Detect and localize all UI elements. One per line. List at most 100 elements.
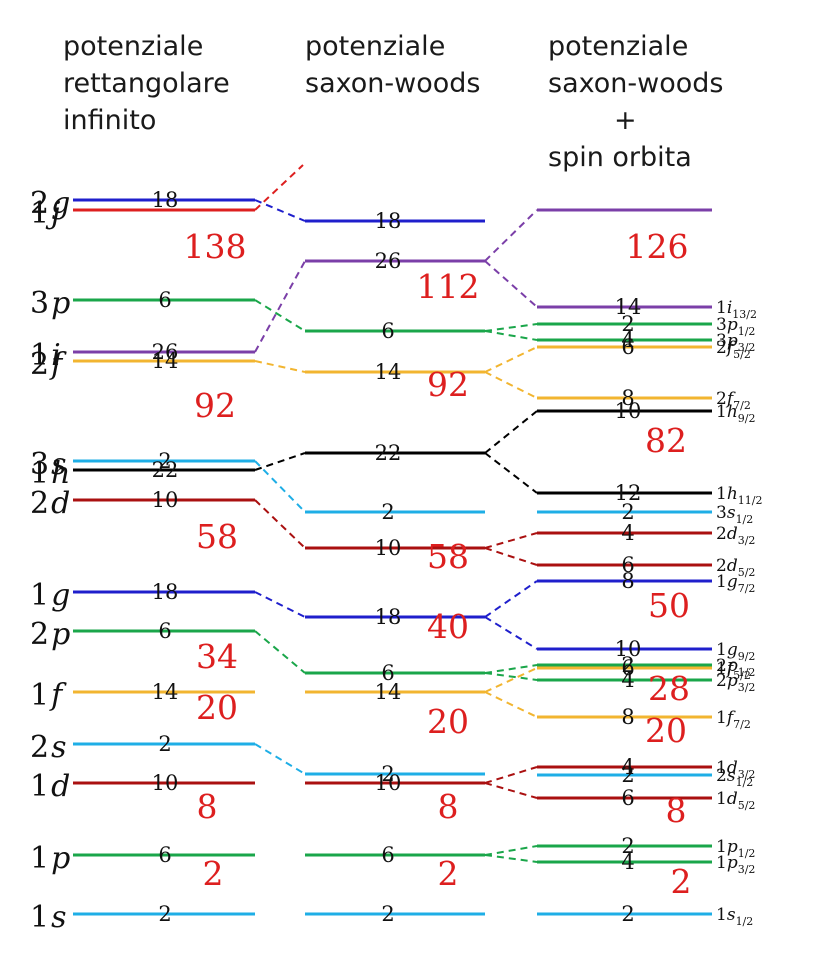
col3-header-line: potenziale bbox=[548, 31, 688, 62]
col2-magic-number: 112 bbox=[417, 267, 480, 306]
col2-occupancy-label: 14 bbox=[375, 360, 402, 384]
col1-occupancy-label: 2 bbox=[158, 732, 171, 756]
col3-occupancy-label: 2 bbox=[621, 653, 634, 677]
col1-level-label: 1j bbox=[30, 196, 60, 231]
col1-level-label: 3p bbox=[30, 286, 70, 321]
col1-level-label: 2g bbox=[30, 186, 70, 221]
col1-level-label: 2s bbox=[30, 730, 67, 765]
col2-occupancy-label: 14 bbox=[375, 680, 402, 704]
col3-occupancy-label: 6 bbox=[621, 553, 634, 577]
col1-level-label: 2d bbox=[30, 486, 70, 521]
col3-level-label: 2f5/2 bbox=[716, 338, 751, 361]
energy-levels bbox=[73, 198, 712, 916]
connector-line bbox=[254, 591, 306, 618]
col1-magic-number: 2 bbox=[203, 854, 224, 893]
col1-level-label: 1p bbox=[30, 841, 70, 876]
col1-occupancy-label: 2 bbox=[158, 902, 171, 926]
col1-level-label: 2p bbox=[30, 617, 70, 652]
col1-magic-number: 8 bbox=[197, 787, 218, 826]
column-headers: potenzialerettangolareinfinitopotenziale… bbox=[63, 31, 723, 173]
col3-level-label: 1f7/2 bbox=[716, 708, 751, 731]
col3-header-line: saxon-woods bbox=[548, 68, 723, 99]
connector-line bbox=[484, 580, 538, 618]
col1-magic-number: 58 bbox=[196, 517, 238, 556]
col3-level-label: 2s1/2 bbox=[716, 766, 753, 789]
col2-magic-number: 20 bbox=[427, 702, 469, 741]
col3-level-label: 2f7/2 bbox=[716, 389, 751, 412]
col3-level-label: 1s1/2 bbox=[716, 905, 753, 928]
col1-occupancy-label: 10 bbox=[152, 771, 179, 795]
connector-line bbox=[484, 766, 538, 784]
col1-level-label: 1d bbox=[30, 769, 70, 804]
col3-magic-number: 50 bbox=[648, 586, 690, 625]
col3-occupancy-label: 2 bbox=[621, 763, 634, 787]
col1-occupancy-label: 6 bbox=[158, 843, 171, 867]
connector-line bbox=[254, 164, 304, 211]
col1-occupancy-label: 14 bbox=[152, 349, 179, 373]
col3-level-label: 2p1/2 bbox=[716, 656, 755, 679]
col2-magic-number: 8 bbox=[438, 787, 459, 826]
connector-line bbox=[254, 499, 306, 549]
col3-level-label: 1f5/2 bbox=[716, 659, 751, 682]
col1-magic-number: 92 bbox=[194, 386, 236, 425]
col3-level-label: 2p3/2 bbox=[716, 671, 755, 694]
col2-occupancy-label: 2 bbox=[381, 762, 394, 786]
col3-occupancy-label: 4 bbox=[621, 850, 634, 874]
col1-occupancy-label: 6 bbox=[158, 619, 171, 643]
col2-occupancy-label: 10 bbox=[375, 536, 402, 560]
col3-level-label: 2d3/2 bbox=[716, 524, 755, 547]
col3-magic-number: 2 bbox=[671, 862, 692, 901]
col2-magic-number: 58 bbox=[427, 537, 469, 576]
connector-lines bbox=[254, 164, 538, 863]
connector-line bbox=[484, 323, 538, 332]
connector-line bbox=[254, 260, 306, 353]
connector-line bbox=[484, 667, 538, 693]
col2-magic-number: 40 bbox=[427, 607, 469, 646]
col1-magic-number: 138 bbox=[184, 227, 247, 266]
connector-line bbox=[484, 371, 538, 399]
connector-line bbox=[254, 299, 306, 332]
col1-level-label: 1h bbox=[30, 456, 70, 491]
connector-line bbox=[254, 743, 306, 775]
col2-occupancy-label: 6 bbox=[381, 843, 394, 867]
connector-line bbox=[484, 616, 538, 650]
col1-magic-number: 20 bbox=[196, 688, 238, 727]
col3-level-label: 1p1/2 bbox=[716, 837, 755, 860]
col1-occupancy-label: 18 bbox=[152, 188, 179, 212]
col1-occupancy-label: 26 bbox=[152, 340, 179, 364]
connector-line bbox=[484, 672, 538, 681]
col3-level-label: 1d3/2 bbox=[716, 758, 755, 781]
col2-magic-number: 92 bbox=[427, 365, 469, 404]
col3-occupancy-label: 6 bbox=[621, 656, 634, 680]
col1-occupancy-label: 10 bbox=[152, 488, 179, 512]
col3-occupancy-label: 4 bbox=[621, 328, 634, 352]
connector-line bbox=[484, 532, 538, 549]
col2-occupancy-label: 6 bbox=[381, 661, 394, 685]
col1-level-label: 1f bbox=[30, 678, 67, 713]
col1-level-label: 2f bbox=[30, 347, 67, 382]
col3-occupancy-label: 2 bbox=[621, 834, 634, 858]
col3-level-label: 1g7/2 bbox=[716, 572, 755, 595]
col2-occupancy-label: 6 bbox=[381, 319, 394, 343]
connector-line bbox=[484, 260, 538, 308]
connector-line bbox=[254, 460, 306, 513]
col2-occupancy-label: 2 bbox=[381, 902, 394, 926]
col3-occupancy-label: 6 bbox=[621, 786, 634, 810]
col3-occupancy-label: 14 bbox=[615, 295, 642, 319]
col1-occupancy-label: 18 bbox=[152, 580, 179, 604]
col3-level-label: 1h9/2 bbox=[716, 402, 755, 425]
col3-level-label: 1g9/2 bbox=[716, 640, 755, 663]
col1-header-line: rettangolare bbox=[63, 68, 230, 99]
col3-magic-number: 28 bbox=[648, 669, 690, 708]
col3-magic-number: 126 bbox=[626, 227, 689, 266]
connector-line bbox=[254, 452, 306, 471]
col1-occupancy-label: 6 bbox=[158, 288, 171, 312]
col3-occupancy-label: 8 bbox=[621, 386, 634, 410]
col3-level-label: 1i13/2 bbox=[716, 298, 757, 321]
col3-occupancy-label: 8 bbox=[621, 705, 634, 729]
connector-line bbox=[254, 199, 306, 222]
connector-line bbox=[484, 691, 538, 718]
connector-line bbox=[484, 330, 538, 341]
col1-occupancy-label: 14 bbox=[152, 680, 179, 704]
